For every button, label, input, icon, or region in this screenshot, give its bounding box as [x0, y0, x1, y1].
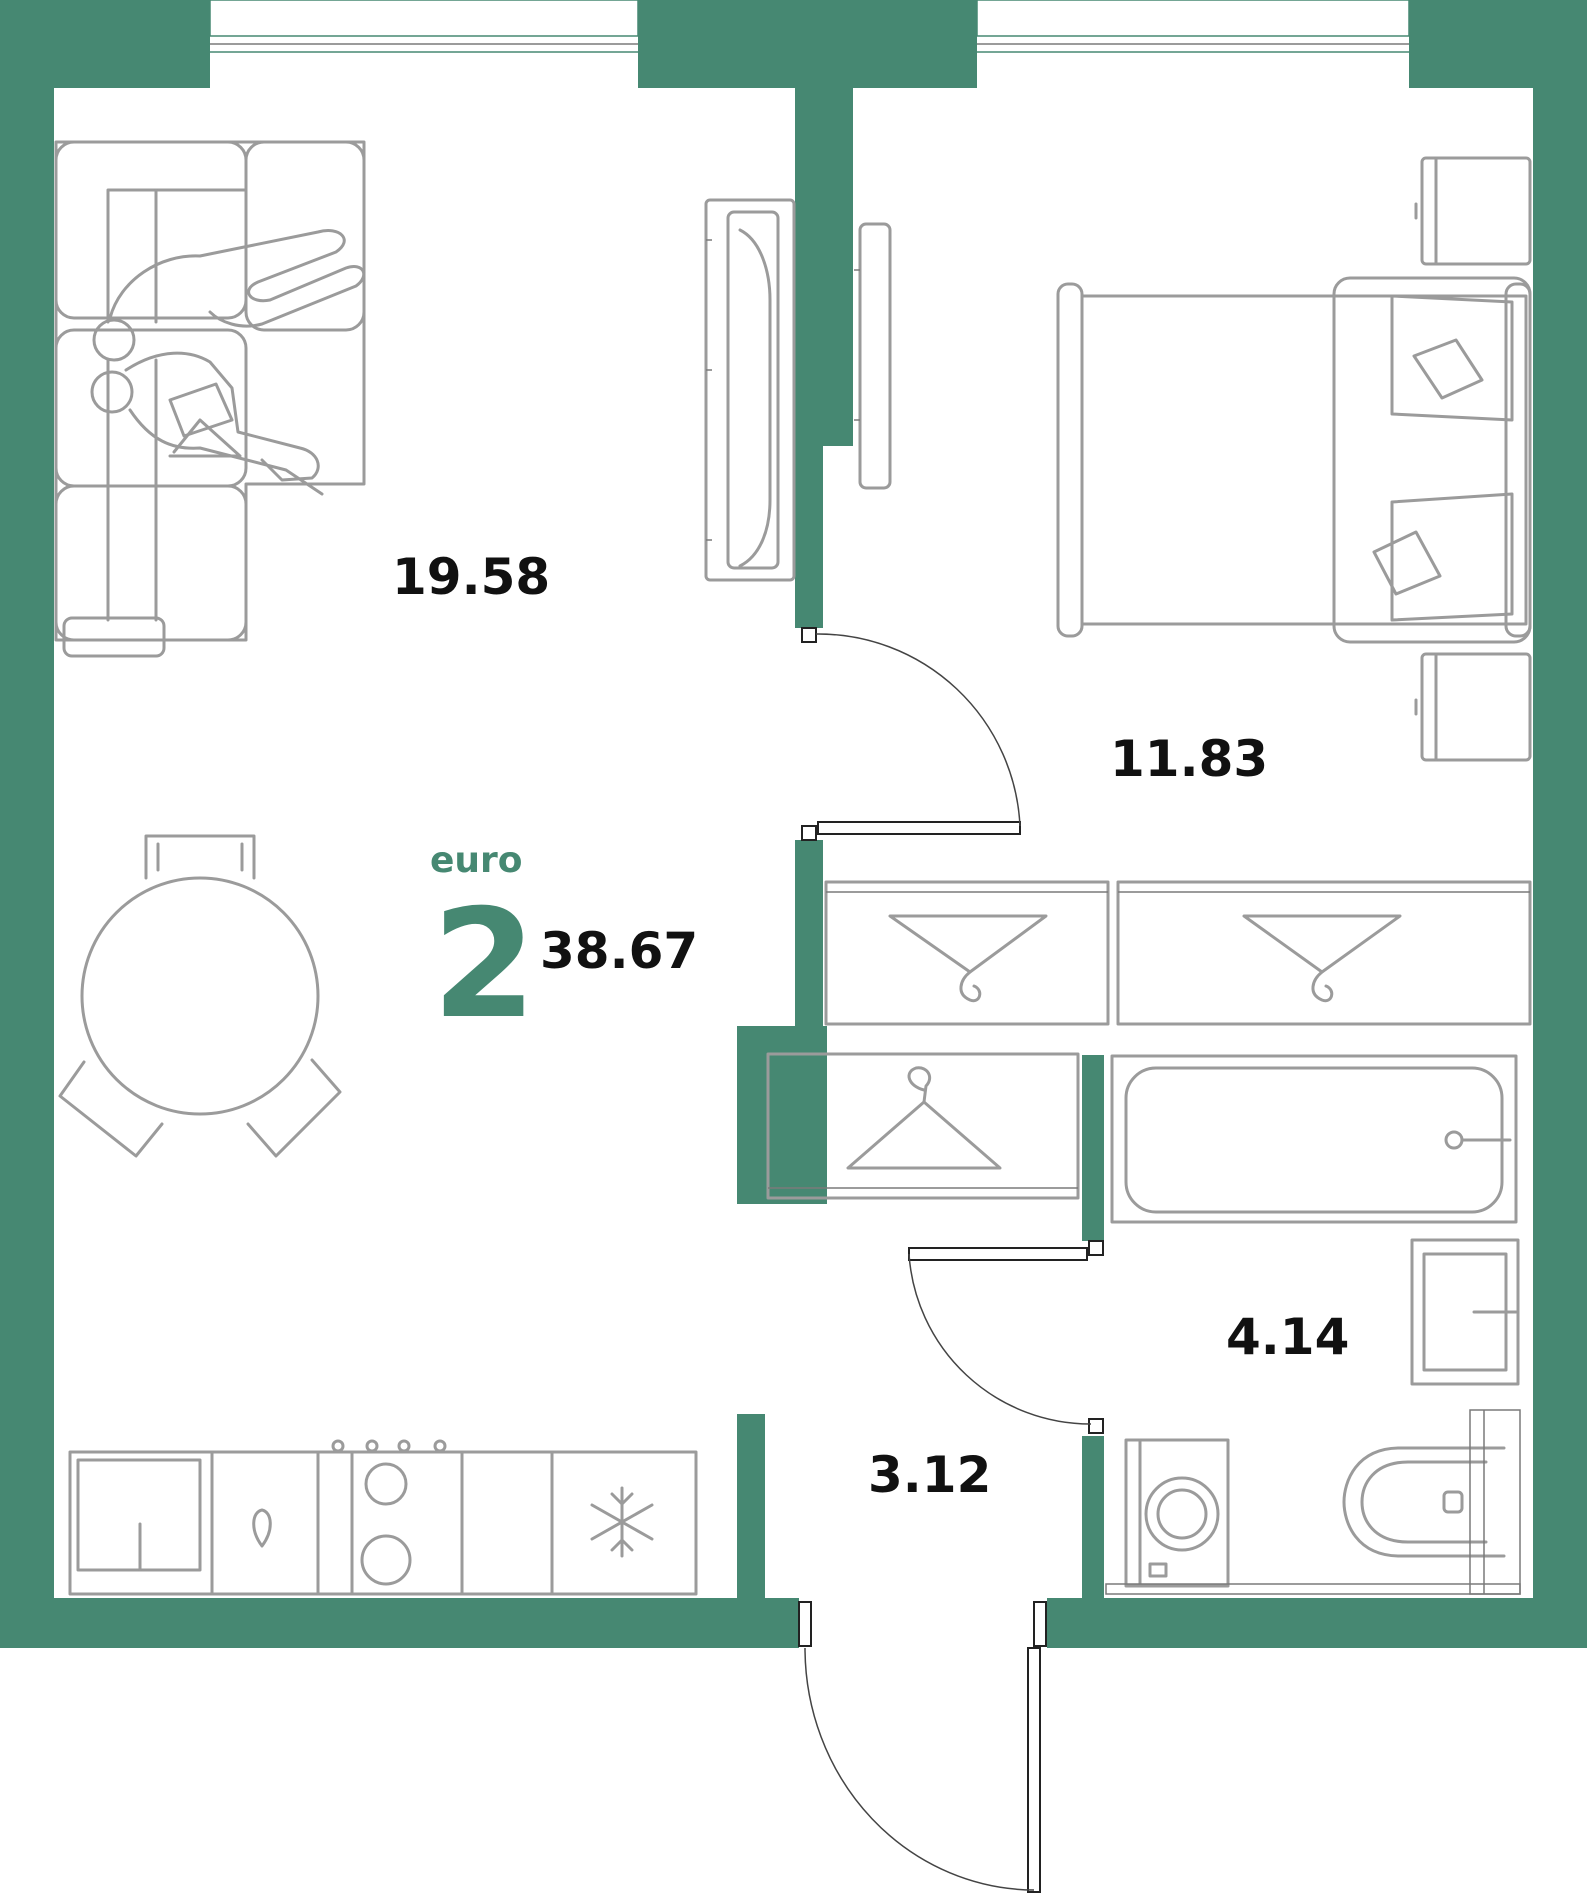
kitchen-counter	[68, 1439, 698, 1596]
hanger-icon	[846, 1066, 1002, 1170]
hanger-icon	[888, 914, 1048, 1003]
corner-sofa	[54, 140, 366, 658]
bedside-table-bottom	[1414, 652, 1532, 762]
snowflake-icon	[590, 1486, 654, 1558]
area-label-bedroom: 11.83	[1110, 730, 1268, 788]
bathroom-partition	[1105, 1409, 1521, 1595]
total-area-label: 38.67	[540, 922, 698, 980]
window-bedroom	[965, 0, 1415, 53]
double-bed	[1056, 276, 1532, 644]
dining-set	[58, 834, 342, 1158]
rooms-count-label: 2	[432, 878, 536, 1052]
washing-machine	[1124, 1438, 1230, 1588]
wardrobe-bedroom	[824, 880, 1532, 1026]
washbasin	[1410, 1238, 1520, 1386]
bedroom-door	[801, 627, 1021, 841]
walls	[0, 0, 1587, 1648]
doors	[798, 627, 1104, 1893]
bathtub	[1110, 1054, 1518, 1224]
toilet	[1342, 1446, 1506, 1558]
window-living-room	[203, 0, 651, 53]
bedroom-wall-tv	[854, 222, 892, 490]
area-label-living-kitchen: 19.58	[392, 548, 550, 606]
bedside-table-top	[1414, 156, 1532, 266]
entrance-door	[798, 1601, 1047, 1893]
hanger-icon	[1242, 914, 1402, 1003]
people-on-sofa-illustration	[90, 229, 366, 496]
wardrobe-hallway	[766, 1052, 1080, 1200]
tv-cabinet	[704, 198, 796, 582]
area-label-bathroom: 4.14	[1226, 1308, 1349, 1366]
bathroom-door	[908, 1240, 1104, 1434]
apartment-type-label: euro	[430, 840, 523, 881]
area-label-hallway: 3.12	[868, 1446, 991, 1504]
